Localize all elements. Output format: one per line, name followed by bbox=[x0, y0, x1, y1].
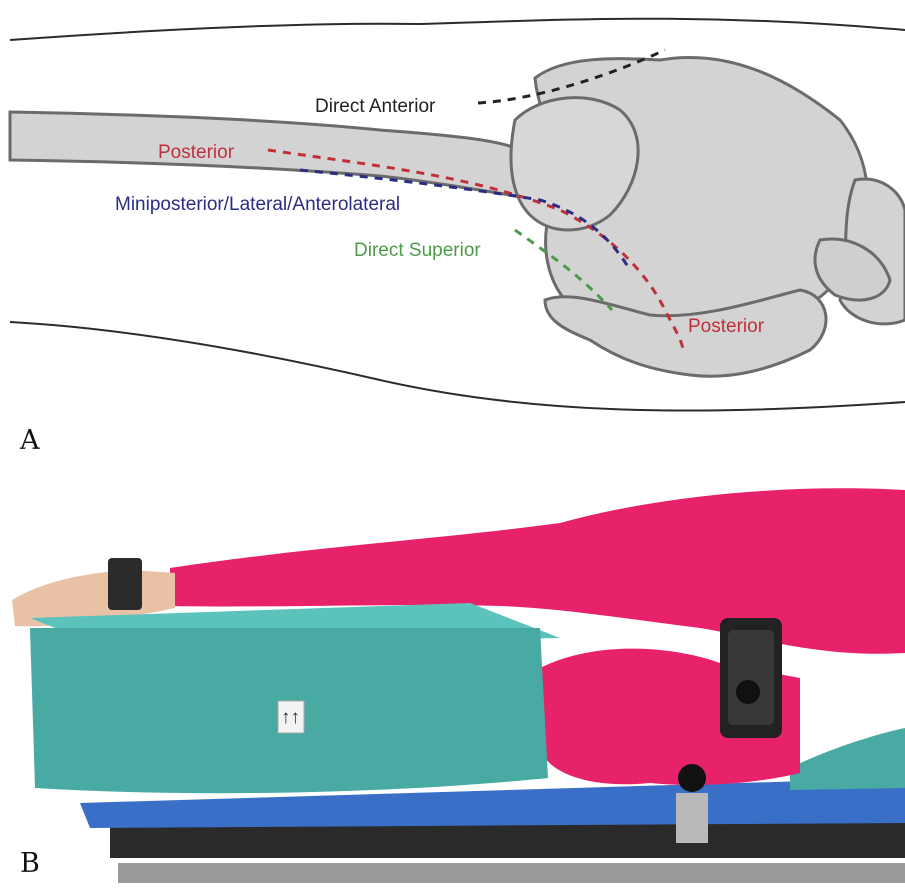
label-posterior-upper: Posterior bbox=[158, 142, 235, 163]
post-knob bbox=[736, 680, 760, 704]
panel-a-hip-diagram: Direct Anterior Posterior Miniposterior/… bbox=[0, 0, 905, 470]
femur-shaft bbox=[10, 112, 540, 200]
label-direct-anterior: Direct Anterior bbox=[315, 96, 436, 117]
label-posterior-lower: Posterior bbox=[688, 316, 765, 337]
label-miniposterior: Miniposterior/Lateral/Anterolateral bbox=[115, 194, 400, 215]
hip-post-face bbox=[728, 630, 774, 725]
ankle-strap bbox=[108, 558, 142, 610]
positioning-illustration: ↑↑ bbox=[0, 478, 905, 891]
table-knob bbox=[678, 764, 706, 792]
body-outline-top bbox=[10, 19, 905, 40]
panel-letter-a: A bbox=[20, 425, 40, 456]
hip-illustration: Direct Anterior Posterior Miniposterior/… bbox=[0, 0, 905, 470]
panel-b-positioning-photo: ↑↑ B bbox=[0, 478, 905, 891]
cushion-label-text: ↑↑ bbox=[281, 707, 300, 728]
right-wedge bbox=[790, 728, 905, 790]
panel-letter-b: B bbox=[20, 848, 40, 879]
table-rail bbox=[118, 863, 905, 883]
clamp bbox=[676, 793, 708, 843]
label-direct-superior: Direct Superior bbox=[354, 240, 481, 261]
